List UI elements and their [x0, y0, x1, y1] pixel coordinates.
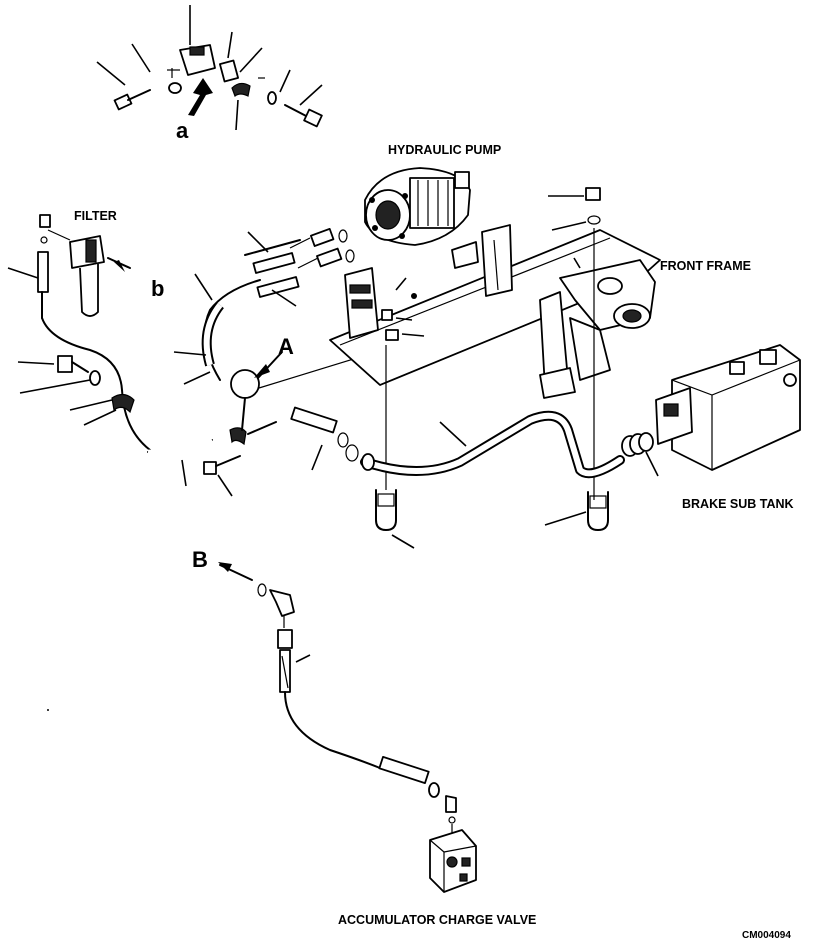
left-hardware [17, 355, 135, 426]
center-left-bolts [203, 421, 277, 497]
callout-A: A [278, 334, 294, 359]
bolt-left [113, 89, 151, 111]
callout-B: B [192, 547, 208, 572]
front-frame [329, 224, 661, 399]
center-fittings [290, 406, 359, 471]
hydraulic-pump [364, 167, 471, 246]
spacer [219, 59, 239, 83]
pump-fittings [289, 227, 355, 269]
lower-left-hose [147, 437, 213, 487]
drawing-code: CM004094 [742, 930, 791, 940]
arrow-a [188, 78, 213, 116]
top-detail-group [96, 5, 323, 131]
accumulator-charge-valve [429, 829, 477, 893]
stray-dot [47, 709, 49, 711]
filter-hose [7, 251, 151, 451]
callout-b: b [151, 276, 164, 301]
callout-a: a [176, 118, 189, 143]
right-rod [548, 187, 601, 500]
brake-sub-tank [655, 344, 801, 471]
label-filter: FILTER [74, 209, 117, 223]
u-bolt-left [375, 489, 415, 549]
tank-coupling [621, 432, 659, 477]
u-bolt-right [544, 491, 609, 531]
brake-tube [360, 410, 625, 479]
washer-right [267, 91, 277, 105]
lower-hose-assembly [218, 562, 457, 834]
label-hydraulic-pump: HYDRAULIC PUMP [388, 143, 501, 157]
label-accumulator-charge-valve: ACCUMULATOR CHARGE VALVE [338, 913, 536, 927]
clamp-top [231, 82, 251, 97]
label-brake-sub-tank: BRAKE SUB TANK [682, 497, 794, 511]
label-front-frame: FRONT FRAME [660, 259, 751, 273]
filter [39, 214, 131, 317]
leader-washer-left [131, 43, 151, 73]
main-hose-upper [173, 231, 301, 385]
leader-bolt-left [96, 61, 126, 86]
washer-left [168, 82, 182, 94]
joint-A [230, 369, 260, 399]
